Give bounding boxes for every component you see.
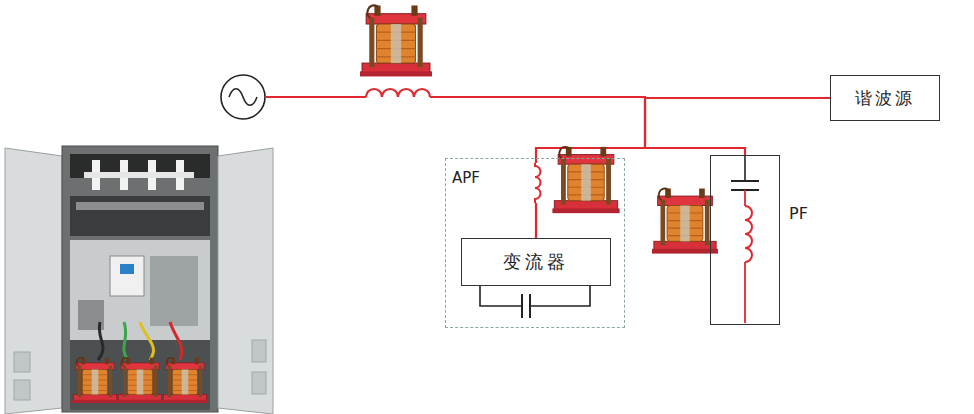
door-vent xyxy=(14,352,30,372)
busbars xyxy=(84,160,194,190)
reactor-photo xyxy=(360,5,432,76)
busbar xyxy=(84,172,194,178)
cable xyxy=(98,322,103,360)
breaker-handle xyxy=(120,264,134,274)
dc-wire xyxy=(530,285,590,306)
module xyxy=(150,256,198,326)
cabinet-photo xyxy=(5,146,273,414)
door-vent xyxy=(14,380,30,400)
pf-wire xyxy=(744,190,746,206)
pf-inductor-symbol xyxy=(745,206,752,262)
cabinet-reactor xyxy=(72,358,118,403)
cabinet-right-door xyxy=(218,148,273,414)
sine-wave xyxy=(229,89,257,106)
cable xyxy=(170,322,182,360)
capacitor-plate xyxy=(521,294,523,318)
cabinet-reactor xyxy=(117,358,163,403)
line-wire xyxy=(430,96,646,98)
line-wire xyxy=(265,96,366,98)
node-label: 谐波源 xyxy=(855,87,915,110)
capacitor-plate xyxy=(529,294,531,318)
reactor-photo xyxy=(552,147,619,213)
door-vent xyxy=(252,372,266,394)
converter-box: 变流器 xyxy=(461,238,611,286)
cable xyxy=(124,322,128,360)
reactor-photo xyxy=(652,188,718,253)
pf-wire xyxy=(744,262,746,323)
line-inductor-symbol xyxy=(366,89,430,97)
cabinet-upper-bay xyxy=(70,196,210,236)
cabinet-lower-bay xyxy=(70,340,210,410)
wire-connector xyxy=(645,98,830,155)
passive-filter-box: PF xyxy=(710,155,780,325)
dc-wire xyxy=(480,285,522,306)
cable xyxy=(140,322,154,360)
harmonic-source-box: 谐波源 xyxy=(830,75,940,121)
capacitor-plate xyxy=(731,180,759,182)
door-vent xyxy=(252,340,266,362)
rail xyxy=(76,202,204,210)
cabinet-reactor xyxy=(162,358,208,403)
cabinet-top-band xyxy=(70,154,210,178)
dc-capacitor-circuit xyxy=(480,285,590,318)
node-label: PF xyxy=(789,204,808,223)
node-label: APF xyxy=(452,169,480,187)
inductor-ground xyxy=(527,163,547,203)
pf-wire xyxy=(744,156,746,181)
ac-source-symbol xyxy=(221,75,265,119)
node-label: 变流器 xyxy=(503,250,569,274)
apf-inductor-symbol xyxy=(535,163,541,203)
breaker xyxy=(110,256,144,296)
cabinet-left-door xyxy=(5,148,62,414)
cabinet-body xyxy=(62,146,218,412)
apf-group-box: APF 变流器 xyxy=(445,158,625,328)
passive-filter-circuit xyxy=(731,156,759,323)
